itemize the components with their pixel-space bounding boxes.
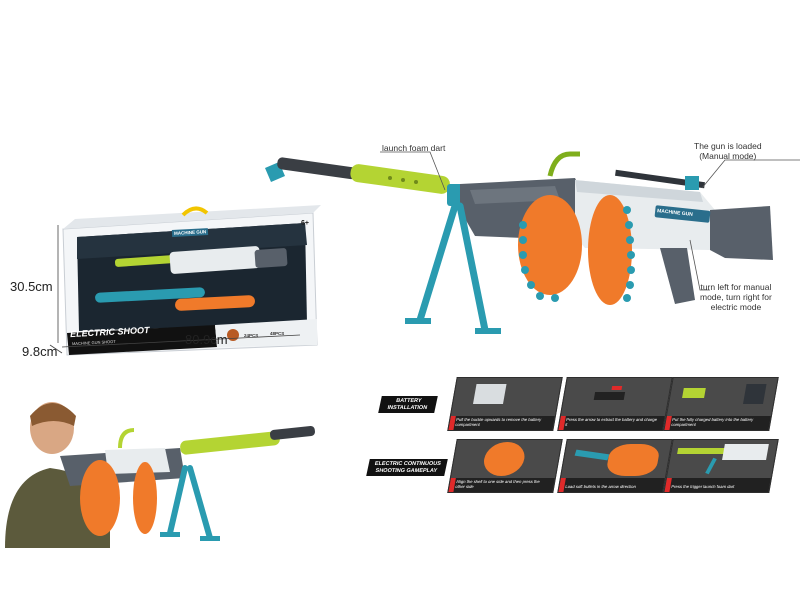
gameplay-step-1-caption: Align the shell to one side and then pre… [454,479,541,489]
box-depth-label: 9.8cm [22,344,58,359]
child-with-gun-photo [5,402,316,548]
gameplay-tag: ELECTRIC CONTINUOUS SHOOTING GAMEPLAY [366,459,448,476]
product-box [62,205,321,356]
gameplay-step-1-panel: Align the shell to one side and then pre… [447,439,563,493]
gameplay-step-3-caption: Press the trigger launch foam dart [670,484,735,489]
battery-step-2-caption: Press the arrow to extract the battery a… [564,417,658,427]
callout-mode-line1: turn left for manual [700,282,772,292]
callout-mode-line2: mode, turn right for [700,292,772,302]
box-age-badge: 6+ [301,220,309,227]
battery-step-2-panel: Press the arrow to extract the battery a… [557,377,673,431]
dimension-lines [49,225,301,354]
box-count-a: 24PCS [244,333,259,338]
gameplay-step-2-caption: Load soft bullets in the arrow direction [564,484,637,489]
callout-mode-switch: turn left for manual mode, turn right fo… [700,282,772,312]
callout-mode-line3: electric mode [710,302,762,312]
callout-gun-loaded-line1: The gun is loaded [694,141,762,151]
battery-step-3-caption: Put the fully charged battery into the b… [670,417,754,427]
battery-step-1-panel: Pull the buckle upwards to remove the ba… [447,377,563,431]
gameplay-step-2-panel: Load soft bullets in the arrow direction [557,439,673,493]
box-height-label: 30.5cm [10,279,53,294]
callout-gun-loaded: The gun is loaded (Manual mode) [694,141,762,161]
machine-gun-image [265,151,773,334]
callout-lines [380,151,800,291]
battery-tag-line2: INSTALLATION [386,404,428,411]
callout-gun-loaded-line2: (Manual mode) [699,151,757,161]
battery-step-3-panel: Put the fully charged battery into the b… [663,377,779,431]
gameplay-step-3-panel: Press the trigger launch foam dart [663,439,779,493]
callout-launch-foam-dart: launch foam dart [382,143,446,153]
box-width-label: 80.9cm [185,332,228,347]
battery-step-1-caption: Pull the buckle upwards to remove the ba… [454,417,542,427]
gameplay-tag-line2: SHOOTING GAMEPLAY [374,467,438,474]
gameplay-tag-line1: ELECTRIC CONTINUOUS [374,461,442,467]
box-count-b: 48PCS [270,331,285,336]
battery-installation-tag: BATTERY INSTALLATION [378,396,438,413]
